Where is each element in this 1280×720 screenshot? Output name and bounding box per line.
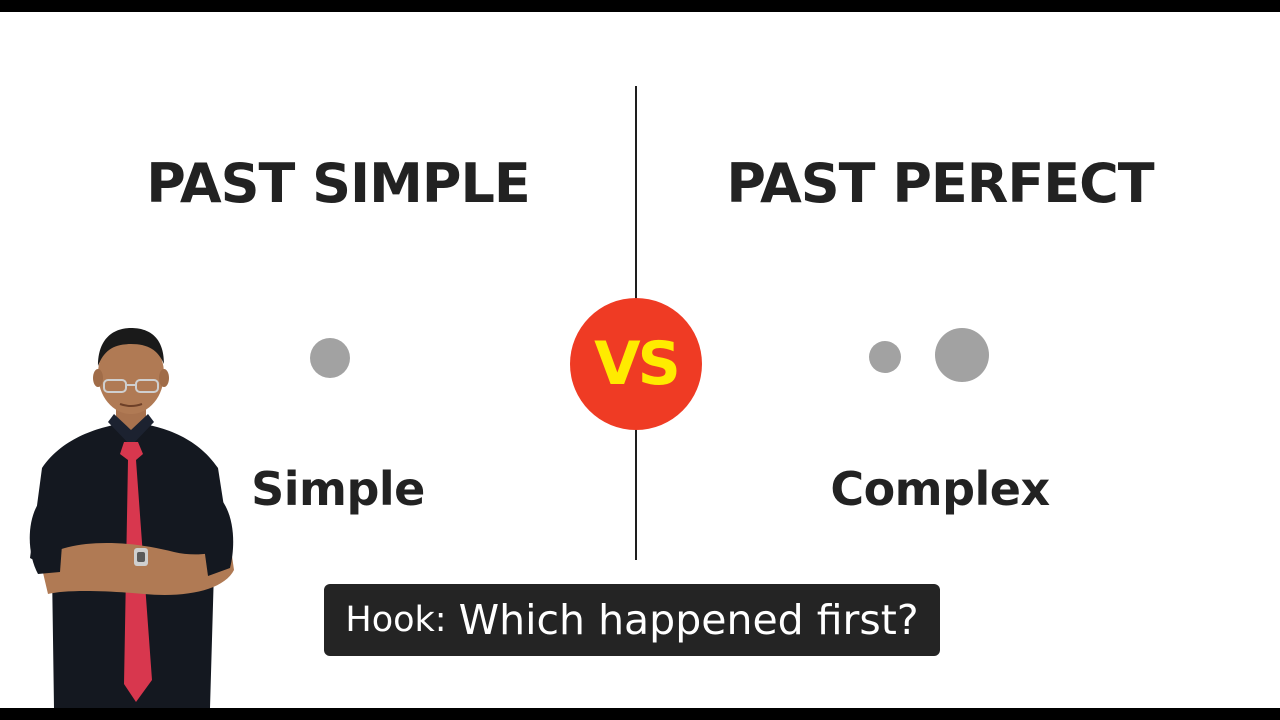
complex-label: Complex xyxy=(830,462,1050,516)
past-simple-heading: PAST SIMPLE xyxy=(146,152,531,215)
presenter-illustration xyxy=(29,328,234,708)
single-event-dot xyxy=(310,338,350,378)
hook-question: Which happened first? xyxy=(458,596,919,644)
simple-label: Simple xyxy=(251,462,425,516)
past-perfect-heading: PAST PERFECT xyxy=(726,152,1154,215)
vs-badge: VS xyxy=(570,298,702,430)
slide: PAST SIMPLE PAST PERFECT VS Simple Compl… xyxy=(0,12,1280,708)
later-event-dot xyxy=(935,328,989,382)
hook-caption: Hook: Which happened first? xyxy=(324,584,940,656)
vs-badge-text: VS xyxy=(594,329,681,399)
earlier-event-dot xyxy=(869,341,901,373)
hook-label: Hook: xyxy=(345,600,447,640)
